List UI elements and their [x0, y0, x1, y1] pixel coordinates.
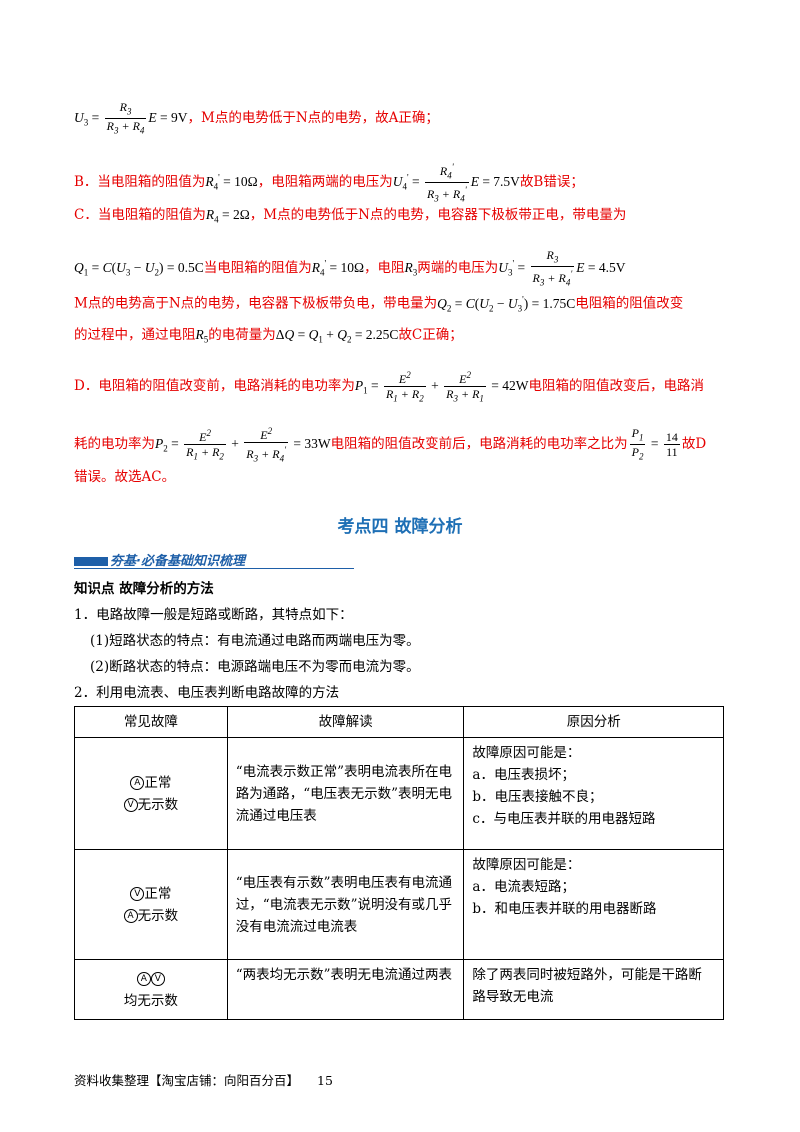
formula-r5: R5: [195, 327, 209, 345]
formula-r4: R4 = 2Ω: [205, 207, 250, 225]
cause-line: b．电压表接触不良；: [472, 789, 603, 805]
knowledge-point-1b: (2)断路状态的特点：电源路端电压不为零而电流为零。: [90, 659, 420, 675]
header-interpretation: 故障解读: [226, 706, 465, 738]
formula-r4-prime: R4' = 10Ω: [205, 172, 258, 192]
interpretation-cell: “电流表示数正常”表明电流表所在电路为通路，“电压表无示数”表明无电流通过电压表: [226, 737, 465, 850]
cause-line: 除了两表同时被短路外，可能是干路断路导致无电流: [472, 967, 702, 1005]
option-c-text-9: 的电荷量为: [208, 327, 276, 343]
option-d-text-5: 故D: [681, 435, 707, 452]
solution-line-9: 错误。故选AC。: [74, 466, 740, 488]
option-c-text-6: M点的电势高于N点的电势，电容器下极板带负电，带电量为: [74, 295, 438, 312]
knowledge-point-2: 2．利用电流表、电压表判断电路故障的方法: [74, 685, 340, 701]
cause-line: a．电流表短路；: [472, 879, 575, 895]
cause-line: b．和电压表并联的用电器断路: [472, 901, 657, 917]
interpretation-cell: “两表均无示数”表明无电流通过两表: [226, 959, 465, 1020]
page-number: 15: [317, 1073, 333, 1088]
final-answer: 错误。故选AC。: [74, 469, 176, 485]
option-b-text: B．当电阻箱的阻值为: [74, 173, 206, 190]
option-c-text: C．当电阻箱的阻值为: [74, 207, 206, 223]
option-d-text-4: 电阻箱的阻值改变前后，电路消耗的电功率之比为: [330, 435, 628, 452]
option-c-conclusion: 故C正确；: [398, 327, 463, 343]
formula-r3: R3: [404, 259, 418, 278]
fault-status: 无示数: [137, 796, 179, 813]
option-d-text: D．电阻箱的阻值改变前，电路消耗的电功率为: [74, 377, 355, 394]
option-d-text-3: 耗的电功率为: [74, 435, 155, 452]
formula-q2: Q2 = C(U2 − U3') = 1.75C: [437, 294, 576, 314]
formula-delta-q: ΔQ = Q1 + Q2 = 2.25C: [275, 327, 399, 345]
fault-status: 均无示数: [123, 992, 178, 1009]
option-c-text-7: 电阻箱的阻值改变: [575, 295, 684, 312]
interpretation-cell: “电压表有示数”表明电压表有电流通过，“电流表无示数”说明没有或几乎没有电流流过…: [226, 849, 465, 960]
cause-line: 故障原因可能是：: [472, 857, 581, 873]
banner-rule: [74, 568, 354, 569]
voltmeter-icon: V: [123, 798, 138, 812]
section-heading: 考点四 故障分析: [337, 517, 463, 537]
cause-cell: 故障原因可能是： a．电流表短路； b．和电压表并联的用电器断路: [463, 849, 724, 960]
option-d-text-2: 电阻箱的阻值改变后，电路消: [528, 377, 705, 394]
banner-title: 夯基·必备基础知识梳理: [110, 554, 245, 569]
fault-status: 无示数: [137, 907, 179, 924]
option-b-conclusion: 故B错误；: [519, 173, 584, 190]
voltmeter-icon: V: [150, 972, 165, 986]
banner-bar: [74, 557, 108, 566]
knowledge-point-1a: (1)短路状态的特点：有电流通过电路而两端电压为零。: [90, 633, 420, 649]
solution-line-4: Q1 = C(U3 − U2) = 0.5C当电阻箱的阻值为R4' = 10Ω，…: [74, 248, 740, 290]
ammeter-icon: A: [123, 909, 138, 923]
cause-line: 故障原因可能是：: [472, 745, 581, 761]
formula-r4-prime-2: R4' = 10Ω: [311, 258, 365, 278]
option-b-text-2: ，电阻箱两端的电压为: [257, 173, 393, 190]
option-c-text-4: ，电阻: [364, 259, 405, 276]
cause-line: c．与电压表并联的用电器短路: [472, 811, 656, 827]
knowledge-point-1: 1．电路故障一般是短路或断路，其特点如下：: [74, 607, 353, 623]
solution-line-2: B．当电阻箱的阻值为R4' = 10Ω，电阻箱两端的电压为U4' = R4'R3…: [74, 160, 740, 206]
option-c-text-2: ，M点的电势低于N点的电势，电容器下极板带正电，带电量为: [249, 207, 627, 223]
table-header-row: 常见故障 故障解读 原因分析: [74, 706, 724, 738]
ammeter-icon: A: [136, 972, 151, 986]
header-cause: 原因分析: [463, 706, 724, 738]
knowledge-title: 知识点 故障分析的方法: [74, 581, 214, 597]
cause-line: a．电压表损坏；: [472, 767, 575, 783]
formula-q1: Q1 = C(U3 − U2) = 0.5C: [74, 259, 204, 278]
footer-text: 资料收集整理【淘宝店铺：向阳百分百】: [74, 1073, 300, 1088]
fault-status: 正常: [144, 774, 172, 791]
header-common-fault: 常见故障: [74, 706, 228, 738]
section-banner: 夯基·必备基础知识梳理: [74, 548, 354, 570]
line-1-text: ，M点的电势低于N点的电势，故A正确；: [187, 109, 439, 126]
option-c-text-8: 的过程中，通过电阻: [74, 327, 196, 343]
formula-u4-prime: U4' = R4'R3 + R4'E = 7.5V: [392, 162, 520, 204]
option-c-text-3: 当电阻箱的阻值为: [203, 259, 312, 276]
fault-status: 正常: [144, 885, 172, 902]
option-c-text-5: 两端的电压为: [417, 259, 499, 276]
cause-cell: 除了两表同时被短路外，可能是干路断路导致无电流: [463, 959, 724, 1020]
cause-cell: 故障原因可能是： a．电压表损坏； b．电压表接触不良； c．与电压表并联的用电…: [463, 737, 724, 850]
ammeter-icon: A: [130, 776, 145, 790]
voltmeter-icon: V: [130, 887, 145, 901]
solution-line-6: 的过程中，通过电阻R5的电荷量为ΔQ = Q1 + Q2 = 2.25C故C正确…: [74, 324, 740, 351]
solution-line-3: C．当电阻箱的阻值为R4 = 2Ω，M点的电势低于N点的电势，电容器下极板带正电…: [74, 204, 740, 231]
solution-line-5: M点的电势高于N点的电势，电容器下极板带负电，带电量为Q2 = C(U2 − U…: [74, 288, 740, 319]
page-footer: 资料收集整理【淘宝店铺：向阳百分百】 15: [74, 1070, 333, 1089]
